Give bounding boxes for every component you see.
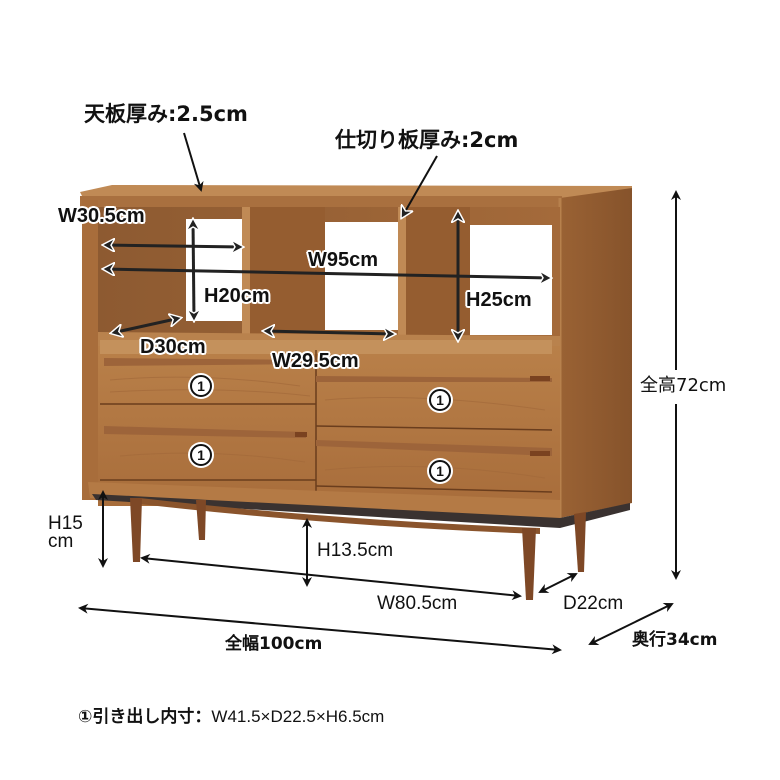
top-board xyxy=(80,185,632,207)
shelf-height-left-label: H20cm xyxy=(204,285,270,307)
arrow-total-depth xyxy=(588,603,674,645)
drawer-marker: 1 xyxy=(190,444,212,466)
leg-height-label-line1: H15 xyxy=(48,513,83,534)
shelf-depth-label: D30cm xyxy=(140,336,206,358)
arrow-leg-span-width xyxy=(140,553,522,601)
drawer-marker: 1 xyxy=(190,375,212,397)
shelf-width-left-label: W30.5cm xyxy=(58,205,145,227)
divider-thickness-label: 仕切り板厚み:2cm xyxy=(335,128,519,152)
drawer-marker: 1 xyxy=(429,460,451,482)
leg-span-depth-label: D22cm xyxy=(563,593,624,614)
divider-thickness-pointer xyxy=(402,155,438,217)
shelf-width-center-label: W29.5cm xyxy=(272,350,359,372)
shelf-opening-3 xyxy=(470,225,552,335)
footnote-label: 引き出し内寸： xyxy=(92,707,212,727)
leg-back-right xyxy=(574,512,586,572)
clearance-height-label: H13.5cm xyxy=(317,540,394,561)
footnote-value: W41.5×D22.5×H6.5cm xyxy=(211,707,385,726)
side-panel xyxy=(560,188,632,518)
arrow-shelf-depth xyxy=(112,318,180,333)
top-thickness-pointer xyxy=(183,132,204,192)
leg-span-width-label: W80.5cm xyxy=(377,593,458,614)
footnote-marker: ① xyxy=(78,707,93,727)
arrow-inner-width xyxy=(104,269,550,278)
shelf-height-right-label: H25cm xyxy=(466,289,532,311)
drawer-block xyxy=(98,340,560,506)
drawer-marker: 1 xyxy=(429,389,451,411)
arrow-leg-span-depth xyxy=(538,573,578,593)
leg-front-left xyxy=(130,498,142,562)
inner-width-label: W95cm xyxy=(308,249,379,271)
leg-back-left xyxy=(196,500,206,540)
total-width-label: 全幅100cm xyxy=(225,634,323,654)
total-depth-label: 奥行34cm xyxy=(632,630,718,650)
total-height-label: 全高72cm xyxy=(640,375,727,396)
arrow-shelf-width-left xyxy=(104,245,242,247)
arrow-total-width xyxy=(78,603,562,655)
leg-front-right xyxy=(522,528,536,600)
left-frame xyxy=(82,200,98,500)
drawer-inner-dimensions-note: ①引き出し内寸：W41.5×D22.5×H6.5cm xyxy=(78,702,384,727)
top-thickness-label: 天板厚み:2.5cm xyxy=(84,102,248,126)
arrow-shelf-width-center xyxy=(264,331,394,334)
leg-height-label-line2: cm xyxy=(48,531,74,552)
arrow-shelf-height-left xyxy=(193,220,194,320)
